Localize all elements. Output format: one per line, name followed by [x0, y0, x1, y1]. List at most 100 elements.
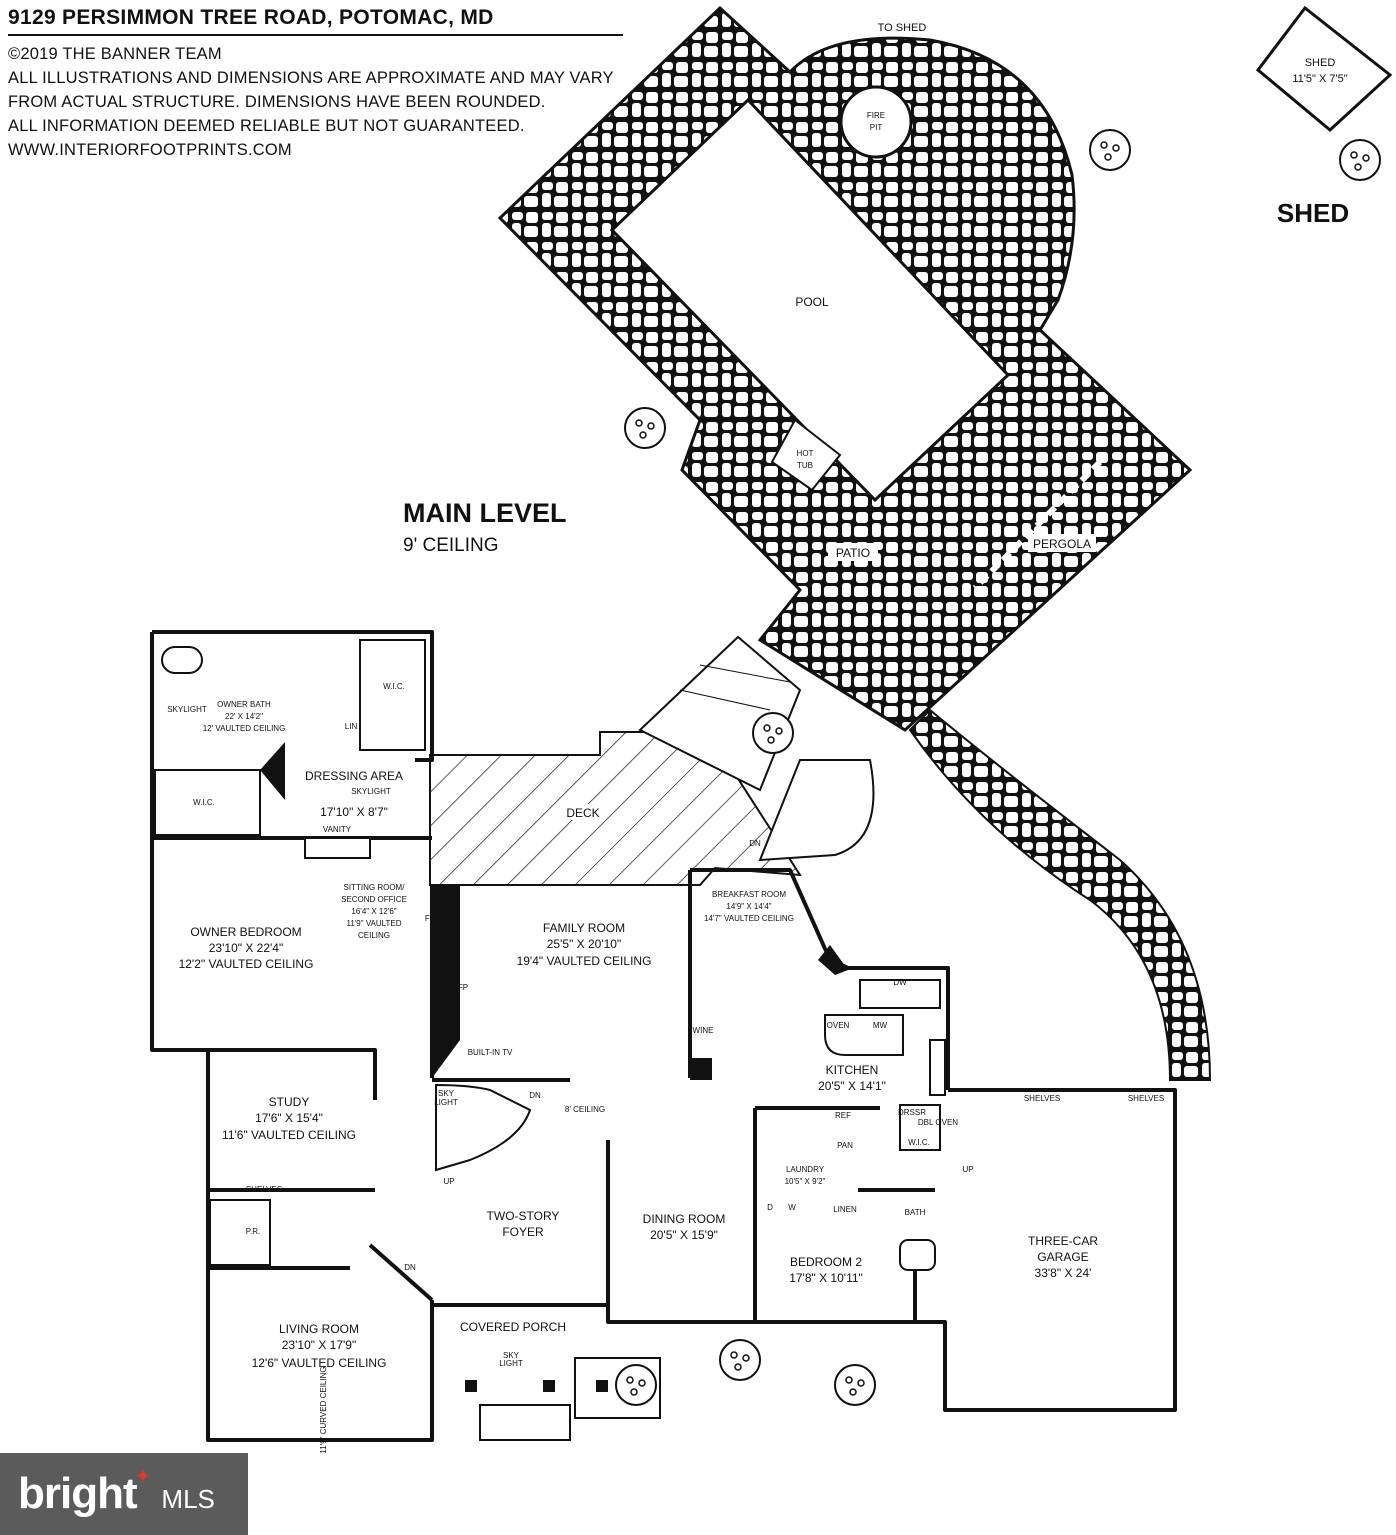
- fire-pit-label-1: FIRE: [867, 111, 885, 120]
- linen-label: LIN: [345, 722, 358, 731]
- fireplace-label-sitting: FP: [425, 914, 435, 923]
- disclaimer-line-1: ALL ILLUSTRATIONS AND DIMENSIONS ARE APP…: [8, 69, 614, 87]
- kitchen-name: KITCHEN: [826, 1063, 879, 1077]
- garage-shelves-1: SHELVES: [1024, 1094, 1060, 1103]
- patio-label: PATIO: [836, 546, 870, 560]
- garage-up-label: UP: [962, 1165, 973, 1174]
- garage-shelves-2: SHELVES: [1128, 1094, 1164, 1103]
- disclaimer-line-3: ALL INFORMATION DEEMED RELIABLE BUT NOT …: [8, 117, 525, 135]
- hot-tub-label-1: HOT: [797, 449, 814, 458]
- foyer-light: LIGHT: [434, 1098, 458, 1107]
- plan-header: 9129 PERSIMMON TREE ROAD, POTOMAC, MD ©2…: [8, 6, 628, 162]
- stair-up-label: UP: [443, 1177, 454, 1186]
- dressing-name: DRESSING AREA: [305, 769, 403, 783]
- owner-bath-ceiling: 12' VAULTED CEILING: [203, 724, 286, 733]
- tree-icon: [834, 1364, 876, 1406]
- foyer-line-1: TWO-STORY: [487, 1209, 560, 1223]
- living-curved-ceiling: 11'9" CURVED CEILING: [319, 1366, 328, 1453]
- eight-ceiling-label: 8' CEILING: [565, 1105, 605, 1114]
- bedroom-2-name: BEDROOM 2: [790, 1255, 862, 1269]
- wall-mass: [690, 1058, 712, 1080]
- sitting-line-4: 11'9" VAULTED: [346, 919, 401, 928]
- fire-pit-label-2: PIT: [870, 123, 883, 132]
- dressing-skylight: SKYLIGHT: [351, 787, 391, 796]
- owner-bedroom-ceiling: 12'2" VAULTED CEILING: [179, 957, 314, 971]
- wic-left-label: W.I.C.: [193, 798, 215, 807]
- dining-dims: 20'5" X 15'9": [650, 1228, 718, 1242]
- fireplace-label-family: FP: [458, 983, 468, 992]
- kitchen-wic-label: W.I.C.: [908, 1138, 930, 1147]
- level-ceiling: 9' CEILING: [403, 535, 499, 556]
- living-dims: 23'10" X 17'9": [282, 1338, 357, 1352]
- garage-line-2: GARAGE: [1037, 1250, 1088, 1264]
- living-ceiling: 12'6" VAULTED CEILING: [252, 1356, 387, 1370]
- copyright-line: ©2019 THE BANNER TEAM: [8, 45, 222, 63]
- family-room-ceiling: 19'4" VAULTED CEILING: [517, 954, 652, 968]
- sitting-line-3: 16'4" X 12'6": [351, 907, 396, 916]
- foyer-sky: SKY: [438, 1089, 455, 1098]
- website-line: WWW.INTERIORFOOTPRINTS.COM: [8, 141, 292, 159]
- watermark-suffix: MLS: [161, 1483, 215, 1514]
- breakfast-ceiling: 14'7" VAULTED CEILING: [704, 914, 794, 923]
- breakfast-dims: 14'9" X 14'4": [726, 902, 771, 911]
- laundry-linen-label: LINEN: [833, 1205, 857, 1214]
- kitchen-dims: 20'5" X 14'1": [818, 1079, 886, 1093]
- tree-icon: [752, 712, 794, 754]
- washer-label: W: [788, 1203, 796, 1212]
- watermark-brand: bright: [18, 1469, 138, 1518]
- pergola-label: PERGOLA: [1033, 537, 1091, 551]
- deck-label: DECK: [566, 806, 599, 820]
- oven-label: OVEN: [827, 1021, 850, 1030]
- stair-dn-label: DN: [529, 1091, 541, 1100]
- porch-column: [596, 1380, 608, 1392]
- pool: [609, 97, 1011, 503]
- wall-mass: [260, 742, 285, 800]
- watermark-dot-icon: ✦: [134, 1465, 152, 1488]
- living-dn-label: DN: [404, 1263, 416, 1272]
- stone-path: [908, 708, 1212, 1081]
- deck-dn-label: DN: [749, 839, 761, 848]
- family-room-name: FAMILY ROOM: [543, 921, 625, 935]
- wic-top-label: W.I.C.: [383, 682, 405, 691]
- dressing-dims: 17'10" X 8'7": [320, 805, 388, 819]
- sitting-line-1: SITTING ROOM/: [344, 883, 406, 892]
- built-in-tv-label: BUILT-IN TV: [468, 1048, 513, 1057]
- tree-icon: [719, 1339, 761, 1381]
- porch-sky: SKY: [503, 1351, 520, 1360]
- study-shelves: SHELVES: [246, 1185, 282, 1194]
- disclaimer-line-2: FROM ACTUAL STRUCTURE. DIMENSIONS HAVE B…: [8, 93, 546, 111]
- deck: DECK DN: [429, 635, 875, 886]
- sitting-line-5: CEILING: [358, 931, 390, 940]
- pantry-label: PAN: [837, 1141, 853, 1150]
- dbl-oven-label: DBL OVEN: [918, 1118, 958, 1127]
- fireplace-wall: [432, 885, 460, 1078]
- level-name: MAIN LEVEL: [403, 498, 567, 528]
- ref-label: REF: [835, 1111, 851, 1120]
- dishwasher-label: DW: [893, 978, 907, 987]
- owner-bath-name: OWNER BATH: [217, 700, 271, 709]
- fixtures: [154, 639, 946, 1441]
- owner-bath-skylight: SKYLIGHT: [167, 705, 207, 714]
- dryer-label: D: [767, 1203, 773, 1212]
- dresser-label: DRSSR: [898, 1108, 926, 1117]
- pool-label: POOL: [795, 295, 829, 309]
- porch-light: LIGHT: [499, 1359, 523, 1368]
- to-shed-label: TO SHED: [878, 22, 927, 34]
- family-room-dims: 25'5" X 20'10": [547, 937, 622, 951]
- study-dims: 17'6" X 15'4": [255, 1111, 323, 1125]
- tree-icon: [1339, 139, 1381, 181]
- tree-icon: [1089, 129, 1131, 171]
- owner-bath-dims: 22' X 14'2": [225, 712, 263, 721]
- laundry-name: LAUNDRY: [786, 1165, 825, 1174]
- owner-bedroom-name: OWNER BEDROOM: [190, 925, 301, 939]
- shed-box-dims: 11'5" X 7'5": [1292, 73, 1347, 85]
- tree-icon: [615, 1364, 657, 1406]
- laundry-dims: 10'5" X 9'2": [785, 1177, 826, 1186]
- dining-name: DINING ROOM: [643, 1212, 726, 1226]
- shed: SHED 11'5" X 7'5" SHED: [1089, 5, 1393, 228]
- garage-dims: 33'8" X 24': [1035, 1266, 1092, 1280]
- garage-line-1: THREE-CAR: [1028, 1234, 1098, 1248]
- vanity-label: VANITY: [323, 825, 352, 834]
- porch-name: COVERED PORCH: [460, 1320, 566, 1334]
